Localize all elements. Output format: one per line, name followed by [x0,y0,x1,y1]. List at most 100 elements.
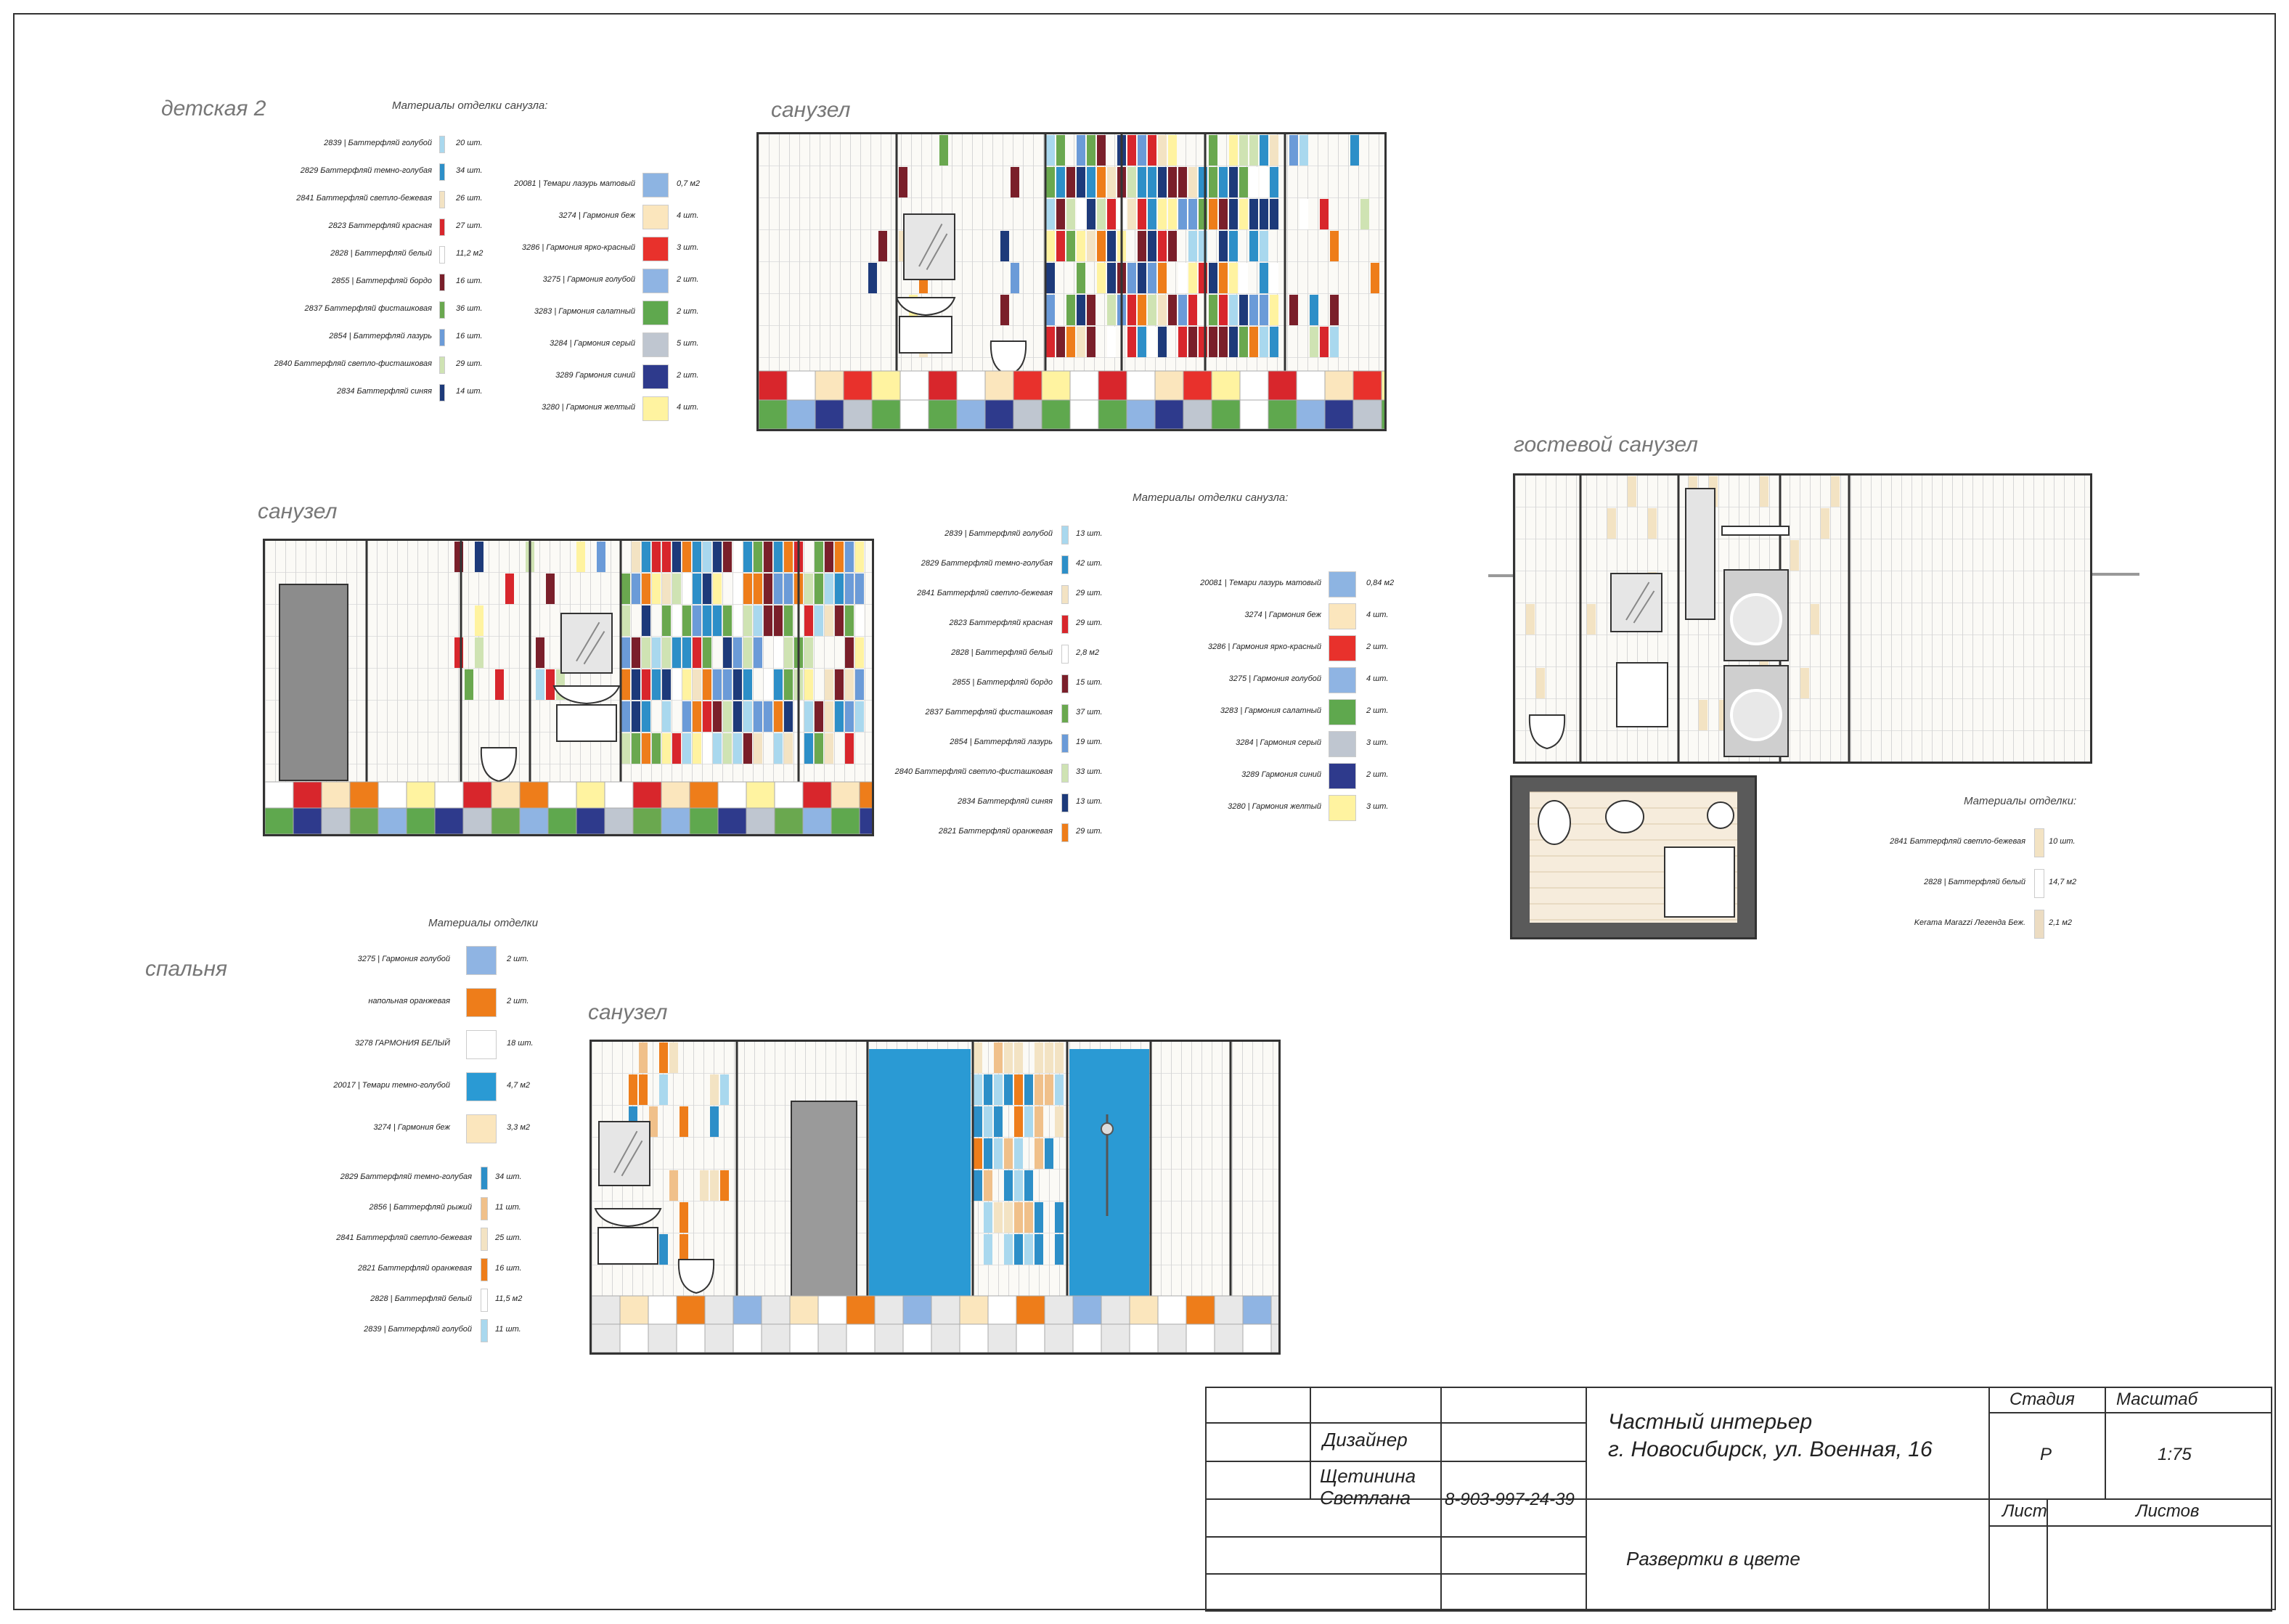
mosaic-tile [693,733,701,764]
mosaic-tile [784,733,793,764]
mosaic-tile [1127,135,1136,166]
legend-quantity: 16 шт. [495,1264,522,1273]
mosaic-tile [754,733,762,764]
mosaic-tile [652,669,661,700]
floor-tile [648,1323,677,1352]
mosaic-tile [855,701,864,732]
stamp-stage: Р [2040,1445,2052,1464]
legend-quantity: 14,7 м2 [2049,878,2077,886]
mosaic-tile [835,542,844,572]
machine-door [1730,689,1782,741]
floor-tile [1129,1323,1159,1352]
bathroom-elevation-bottom [589,1040,1281,1355]
legend-label: 2829 Баттерфляй темно-голубая [300,166,432,175]
mosaic-tile [669,1042,678,1073]
mosaic-tile [774,637,783,668]
floor-tile [1101,1323,1130,1352]
legend-header: Материалы отделки санузла: [392,99,548,112]
mosaic-tile [764,574,772,604]
title-bathroom-bottom: санузел [588,1000,668,1024]
stamp-project-address: г. Новосибирск, ул. Военная, 16 [1608,1437,1933,1461]
legend-swatch [439,301,445,319]
legend-label: 2855 | Баттерфляй бордо [331,277,432,285]
legend-label: 2821 Баттерфляй оранжевая [938,827,1053,836]
mosaic-tile [984,1106,992,1137]
legend-label: 2839 | Баттерфляй голубой [944,529,1053,538]
mosaic-tile [1229,295,1238,325]
floor-tile [1013,370,1043,401]
legend-label: 3280 | Гармония желтый [1228,802,1321,811]
stamp-sheet-label: Лист [2002,1501,2047,1521]
mosaic-tile [1066,231,1075,261]
mosaic-tile [1158,327,1167,357]
mosaic-tile [682,605,691,636]
mosaic-tile [642,637,650,668]
mosaic-tile [868,263,877,293]
floor-tile [1268,399,1297,429]
mosaic-tile [784,542,793,572]
mosaic-tile [1107,167,1116,197]
mosaic-tile [825,574,833,604]
mosaic-tile [1087,295,1095,325]
mosaic-tile [1229,135,1238,166]
mosaic-tile [1330,295,1339,325]
floor-tile [689,807,719,834]
legend-quantity: 16 шт. [456,332,483,340]
mosaic-tile [733,542,742,572]
mosaic-tile [815,701,823,732]
floor-tile [661,807,690,834]
mosaic-tile [784,701,793,732]
mosaic-tile [723,701,732,732]
mosaic-tile [659,1234,668,1265]
materials-legend-bedroom: Материалы отделки 3275 | Гармония голубо… [276,913,581,1363]
legend-swatch [1329,667,1356,693]
floor-tile [899,370,929,401]
legend-label: 2837 Баттерфляй фисташковая [925,708,1053,717]
legend-swatch [2034,869,2044,898]
mosaic-tile [1138,231,1146,261]
legend-quantity: 2 шт. [1366,706,1389,715]
mosaic-tile [1320,327,1329,357]
mosaic-tile [693,669,701,700]
floor-tile [1211,370,1241,401]
toilet [990,340,1027,376]
mosaic-tile [713,605,722,636]
legend-quantity: 34 шт. [495,1172,522,1181]
floor-tile [661,781,690,809]
legend-label: 2841 Баттерфляй светло-бежевая [336,1233,472,1242]
glass-door [791,1101,857,1298]
drawing-sheet-frame [13,13,2276,1610]
floor-tile [704,1295,734,1325]
mosaic-tile [1138,263,1146,293]
floor-tile [1041,370,1071,401]
legend-swatch [439,191,445,208]
floor-tile [1044,1295,1074,1325]
floor-tile [871,370,901,401]
materials-legend-kids: Материалы отделки санузла: 2839 | Баттер… [218,96,726,444]
legend-swatch [1329,763,1356,789]
mosaic-tile [1239,327,1248,357]
floor-tile [1324,399,1354,429]
mosaic-tile [994,1106,1003,1137]
stamp-scale: 1:75 [2158,1445,2192,1464]
guest-bathroom-elevation [1513,473,2092,764]
title-guest-bathroom: гостевой санузел [1514,433,1698,457]
legend-swatch [1061,555,1069,574]
legend-label: 2834 Баттерфляй синяя [337,387,432,396]
mosaic-tile [1310,327,1318,357]
mosaic-tile [1066,295,1075,325]
mosaic-tile [1229,231,1238,261]
mosaic-tile [984,1138,992,1169]
mosaic-tile [1004,1074,1013,1105]
mosaic-tile [1014,1106,1023,1137]
legend-label: 20017 | Темари темно-голубой [333,1081,450,1090]
vanity-cabinet [899,316,952,354]
legend-label: 3275 | Гармония голубой [357,955,450,963]
mosaic-tile [743,637,752,668]
mosaic-tile [733,701,742,732]
